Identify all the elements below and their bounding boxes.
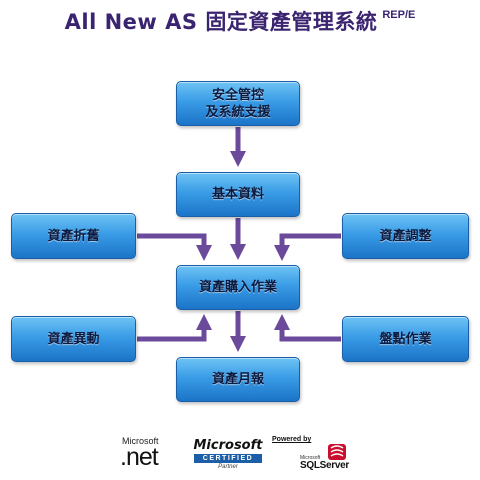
box-asset-purchase: 資產購入作業 — [176, 265, 300, 310]
box-security-and-support: 安全管控 及系統支援 — [176, 81, 300, 126]
box-asset-transfer-label: 資產異動 — [47, 331, 100, 347]
box-asset-purchase-label: 資產購入作業 — [198, 280, 277, 295]
certified-logo-partner: Partner — [218, 464, 238, 470]
box-security-line2: 及系統支援 — [205, 104, 271, 120]
sql-server-emblem-icon — [328, 444, 346, 460]
box-inventory-count-label: 盤點作業 — [379, 331, 432, 347]
box-inventory-count: 盤點作業 — [342, 316, 469, 362]
arrow-depreciation-to-purchase — [137, 233, 213, 262]
sql-logo-powered-by: Powered by — [272, 436, 312, 443]
box-asset-transfer: 資產異動 — [11, 316, 136, 362]
dotnet-logo-microsoft: Microsoft — [122, 436, 159, 446]
box-asset-monthly-report: 資產月報 — [176, 357, 300, 402]
box-asset-adjustment-label: 資產調整 — [379, 228, 432, 244]
certified-logo-microsoft: Microsoft — [193, 438, 263, 453]
box-security-line1: 安全管控 — [211, 87, 264, 103]
arrow-transfer-to-purchase — [137, 313, 213, 342]
sql-logo-product: SQLServer — [300, 460, 349, 471]
box-asset-depreciation: 資產折舊 — [11, 213, 136, 259]
box-asset-depreciation-label: 資產折舊 — [47, 228, 100, 244]
page-title: All New AS 固定資產管理系統 REP/E — [0, 6, 480, 42]
dotnet-logo-text: .net — [120, 443, 159, 471]
box-basic-data: 基本資料 — [176, 172, 300, 217]
certified-logo-certified: CERTIFIED — [194, 454, 262, 463]
box-basic-data-label: 基本資料 — [211, 187, 264, 202]
sql-logo-microsoft: Microsoft — [300, 455, 321, 461]
box-asset-monthly-report-label: 資產月報 — [211, 372, 264, 387]
arrow-adjustment-to-purchase — [273, 233, 341, 262]
microsoft-certified-partner-logo: Microsoft CERTIFIED Partner — [192, 438, 264, 472]
title-main: All New AS 固定資產管理系統 — [64, 10, 378, 34]
sql-server-logo: Powered by Microsoft SQLServer — [270, 436, 370, 476]
title-superscript: REP/E — [382, 9, 416, 21]
arrow-inventory-to-purchase — [273, 313, 341, 342]
box-asset-adjustment: 資產調整 — [342, 213, 469, 259]
dotnet-logo: Microsoft .net — [120, 436, 182, 470]
